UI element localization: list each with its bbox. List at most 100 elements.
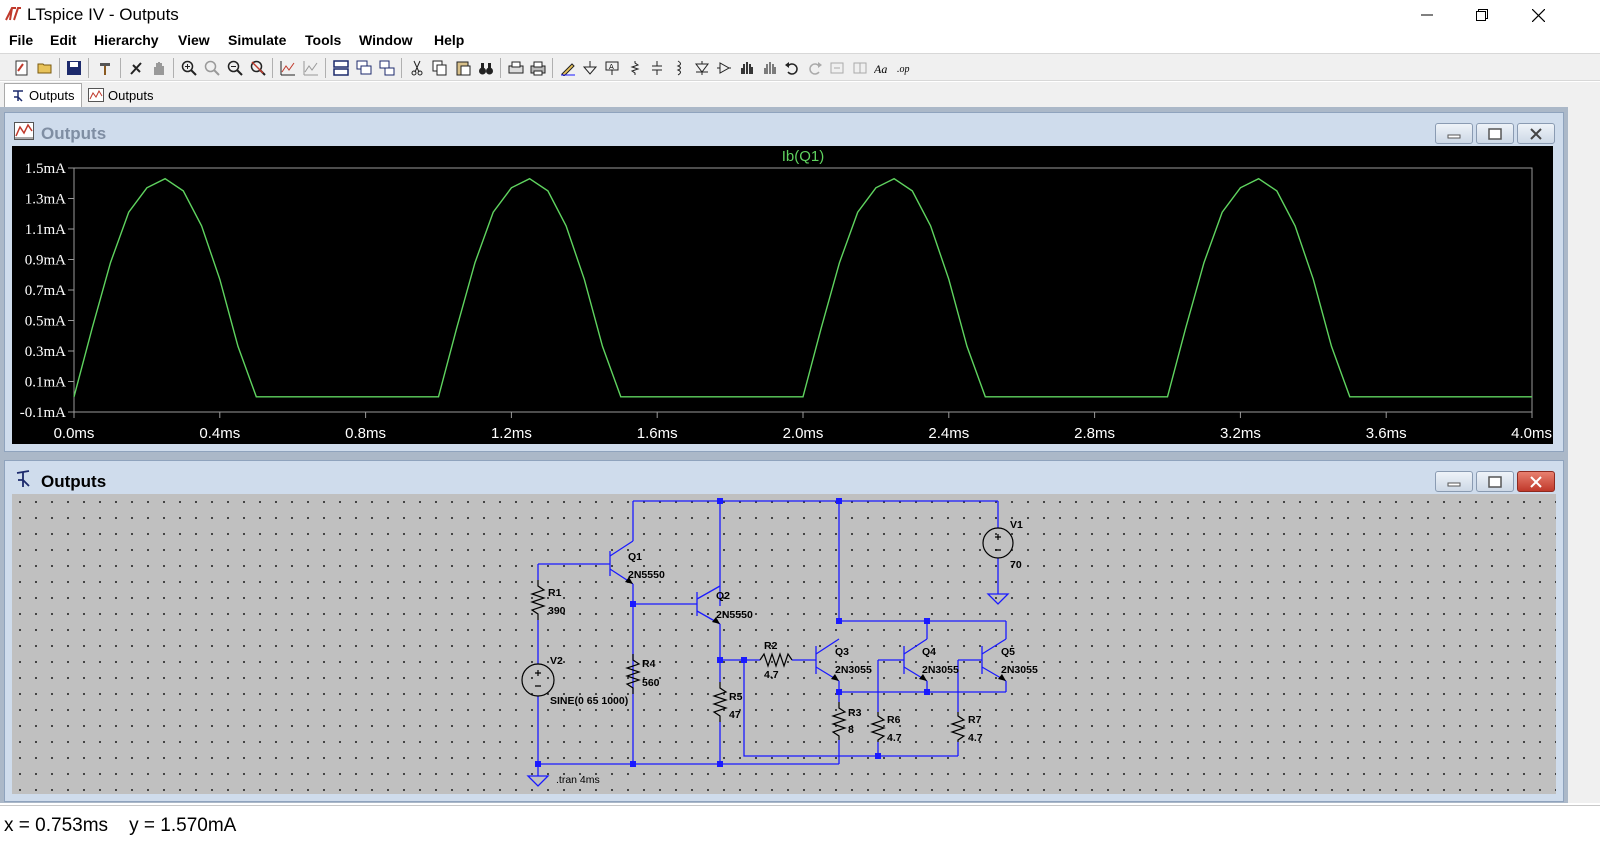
close-button[interactable] [1514,0,1562,30]
waveform-window-icon [14,122,34,140]
waveform-icon [88,88,104,102]
menu-window[interactable]: Window [359,32,413,48]
mirror-button[interactable] [850,58,870,78]
undo-icon [785,62,798,75]
delete-trace-button[interactable] [301,58,321,78]
v2-ref-label: V2 [550,655,563,667]
mdi-margin [1568,107,1600,803]
diode-button[interactable] [692,58,712,78]
tile-horizontal-button[interactable] [331,58,351,78]
autorange-button[interactable] [278,58,298,78]
rotate-button[interactable] [827,58,847,78]
copy-button[interactable] [430,58,450,78]
scissors-icon [411,60,423,76]
redo-button[interactable] [805,58,825,78]
schematic-close-button[interactable] [1517,471,1555,492]
menu-edit[interactable]: Edit [50,32,77,48]
y-tick-label: 0.5mA [25,314,66,330]
save-button[interactable] [64,58,84,78]
inductor-button[interactable] [669,58,689,78]
cut-button[interactable] [407,58,427,78]
control-panel-button[interactable] [96,58,116,78]
r5-ref-label: R5 [729,691,743,703]
tile-icon [333,60,349,76]
rotate-icon [830,62,844,74]
open-button[interactable] [35,58,55,78]
mirror-icon [853,62,867,74]
undo-button[interactable] [782,58,802,78]
copy-icon [432,60,447,76]
menu-view[interactable]: View [178,32,210,48]
schematic-window-icon [16,470,30,487]
print-preview-icon [508,61,524,74]
binoculars-icon [479,63,493,75]
waveform-maximize-button[interactable] [1476,123,1514,144]
folder-open-icon [37,63,52,74]
toolbar: A Aa .op [0,53,1600,81]
waveform-minimize-button[interactable] [1435,123,1473,144]
menu-simulate[interactable]: Simulate [228,32,287,48]
halt-button[interactable] [149,58,169,78]
ground-symbols [526,593,1010,787]
tile-vertical-button[interactable] [377,58,397,78]
document-tabs: Outputs Outputs [0,82,1600,107]
tab-waveform-outputs[interactable]: Outputs [82,83,160,107]
svg-text:Aa: Aa [874,62,887,76]
x-tick-label: 1.2ms [491,425,532,442]
label-net-button[interactable]: A [602,58,622,78]
move-button[interactable] [737,58,757,78]
drag-button[interactable] [760,58,780,78]
y-tick-label: 0.3mA [25,344,66,360]
spice-directive-button[interactable]: .op [895,58,915,78]
restore-button[interactable] [1458,0,1506,30]
resistor-button[interactable] [625,58,645,78]
waveform-chart[interactable]: Ib(Q1)1.5mA1.3mA1.1mA0.9mA0.7mA0.5mA0.3m… [12,146,1553,444]
move-hand-icon [741,62,753,74]
capacitor-button[interactable] [647,58,667,78]
cascade-button[interactable] [354,58,374,78]
y-tick-label: 1.1mA [25,222,66,238]
schematic-maximize-button[interactable] [1476,471,1514,492]
ground-button[interactable] [580,58,600,78]
paste-icon [456,61,471,76]
close-icon [1531,8,1545,22]
paste-button[interactable] [453,58,473,78]
schematic-minimize-button[interactable] [1435,471,1473,492]
waveform-window-titlebar[interactable]: Outputs [5,113,1563,149]
window-title: LTspice IV - Outputs [27,5,179,24]
schematic-canvas[interactable]: Q1 2N5550 Q2 2N5550 Q3 2N3055 Q4 2N3055 … [12,494,1556,794]
zoom-fit-button[interactable] [248,58,268,78]
run-button[interactable] [126,58,146,78]
waveform-close-button[interactable] [1517,123,1555,144]
print-preview-button[interactable] [506,58,526,78]
diode-icon [695,61,709,75]
zoom-in-button[interactable] [179,58,199,78]
emitter-arrows [625,577,1006,681]
capacitor-icon [652,61,662,75]
menu-hierarchy[interactable]: Hierarchy [94,32,159,48]
menu-tools[interactable]: Tools [305,32,342,48]
new-schematic-button[interactable] [12,58,32,78]
x-tick-label: 1.6ms [637,425,678,442]
waveform-window-title: Outputs [41,124,107,143]
component-button[interactable] [714,58,734,78]
menu-help[interactable]: Help [434,32,465,48]
tab-schematic-outputs[interactable]: Outputs [4,83,82,107]
schematic-resistors [530,580,966,742]
print-button[interactable] [528,58,548,78]
q3-ref-label: Q3 [835,646,849,658]
text-button[interactable]: Aa [872,58,892,78]
schematic-window-titlebar[interactable]: Outputs [5,461,1563,497]
tran-directive-label: .tran 4ms [556,774,600,786]
y-tick-label: 1.5mA [25,161,66,177]
schematic-drawing[interactable]: Q1 2N5550 Q2 2N5550 Q3 2N3055 Q4 2N3055 … [12,494,1556,794]
find-button[interactable] [476,58,496,78]
zoom-out-button[interactable] [225,58,245,78]
svg-text:.op: .op [897,64,910,75]
pan-button[interactable] [202,58,222,78]
menu-file[interactable]: File [9,32,34,48]
draw-wire-button[interactable] [558,58,578,78]
minimize-button[interactable] [1403,0,1451,30]
schematic-window-title: Outputs [41,472,107,491]
